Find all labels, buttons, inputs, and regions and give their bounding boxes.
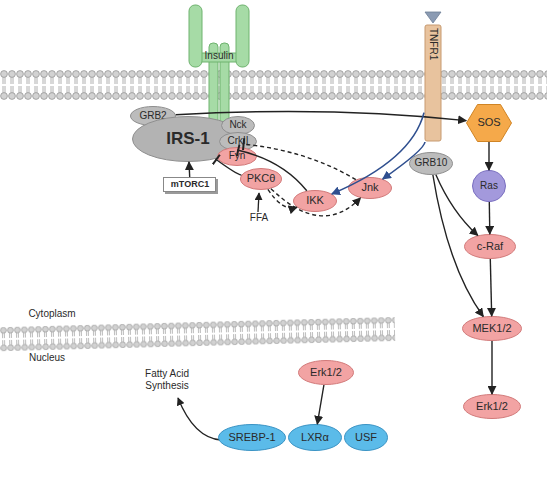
- node-label: SOS: [477, 117, 500, 129]
- text-holder: Erk1/2: [463, 394, 521, 419]
- kinase-node: c-Raf: [464, 234, 516, 259]
- transcription-factor: USF: [344, 424, 388, 451]
- node-ellipse: [465, 235, 516, 259]
- text-holder: PKCθ: [240, 168, 282, 190]
- kinase-node: IKK: [293, 190, 337, 212]
- transcription-factor: LXRα: [288, 424, 342, 451]
- free-label: Fatty Acid Synthesis: [130, 368, 204, 391]
- text-holder: Fyn: [217, 147, 257, 166]
- node-ellipse: [241, 169, 282, 190]
- node-label: Erk1/2: [310, 367, 342, 379]
- node-label: IRS-1: [166, 130, 209, 148]
- text-holder: IKK: [293, 190, 337, 212]
- text-holder: USF: [344, 424, 388, 451]
- node-ellipse: [294, 191, 337, 212]
- kinase-node: Erk1/2: [298, 360, 354, 385]
- node-ellipse: [410, 153, 453, 175]
- node-label: PKCθ: [247, 173, 276, 185]
- node-label: LXRα: [301, 432, 329, 444]
- text-holder: GRB10: [409, 152, 453, 175]
- activation-arrow: [188, 162, 190, 177]
- node-label: SREBP-1: [228, 432, 275, 444]
- text-holder: TNFR1: [424, 12, 442, 142]
- activation-arrow: [176, 111, 466, 120]
- node-label: TNFR1: [428, 28, 439, 60]
- tnfr1-receptor: TNFR1: [424, 12, 442, 142]
- kinase-node: Jnk: [348, 177, 392, 199]
- node-label: MEK1/2: [472, 323, 511, 335]
- text-holder: SREBP-1: [218, 424, 286, 451]
- text-holder: c-Raf: [464, 234, 516, 259]
- node-ellipse: [463, 317, 522, 341]
- ligand-triangle: [425, 12, 441, 23]
- kinase-node: MEK1/2: [462, 316, 522, 341]
- free-label: FFA: [244, 212, 274, 224]
- receptor-alpha: [189, 5, 202, 67]
- node-label: Erk1/2: [476, 401, 508, 413]
- receptor-alpha: [236, 5, 249, 67]
- node-ellipse: [219, 425, 286, 451]
- activation-arrow: [436, 175, 478, 236]
- node-ellipse: [222, 117, 255, 135]
- activation-arrow: [488, 142, 489, 170]
- node-label: CrkII: [227, 136, 248, 147]
- node-label: Insulin: [205, 51, 234, 62]
- plasma-membrane: [0, 70, 547, 100]
- text-holder: SOS: [466, 104, 512, 142]
- synthesis-arrow: [178, 398, 221, 440]
- node-ellipse: [473, 171, 506, 202]
- free-label: Cytoplasm: [22, 308, 82, 320]
- activation-arrow: [271, 189, 361, 216]
- adaptor-protein: GRB10: [409, 152, 453, 175]
- node-rect: [164, 178, 216, 192]
- node-ellipse: [289, 425, 342, 451]
- text-holder: Ras: [472, 170, 506, 202]
- activation-arrow: [332, 113, 424, 194]
- node-label: Nck: [229, 120, 246, 131]
- node-ellipse: [464, 395, 521, 419]
- receptor-bar: [425, 25, 441, 141]
- nuclear-membrane: [0, 317, 395, 351]
- sos-hexagon: SOS: [466, 104, 512, 142]
- activation-arrow: [317, 385, 324, 424]
- complex-box: mTORC1: [163, 177, 217, 193]
- activation-arrow: [489, 202, 491, 234]
- ras-circle: Ras: [472, 170, 506, 202]
- ffa-arrow: [258, 193, 259, 212]
- node-label: GRB10: [415, 158, 448, 169]
- text-holder: mTORC1: [163, 177, 217, 193]
- node-label: Jnk: [361, 182, 378, 194]
- activation-arrow: [268, 189, 297, 208]
- node-ellipse: [349, 178, 392, 199]
- node-label: USF: [355, 432, 377, 444]
- node-ellipse: [345, 425, 388, 451]
- node-label: Ras: [480, 181, 498, 192]
- activation-arrow: [490, 259, 491, 316]
- node-hexagon: [467, 105, 512, 142]
- activation-arrow: [491, 341, 492, 394]
- node-ellipse: [218, 148, 257, 166]
- node-label: c-Raf: [477, 241, 503, 253]
- kinase-node: Fyn: [217, 147, 257, 166]
- kinase-node: PKCθ: [240, 168, 282, 190]
- node-label: mTORC1: [171, 180, 209, 189]
- text-holder: MEK1/2: [462, 316, 522, 341]
- node-label: Fyn: [229, 151, 246, 162]
- text-holder: Jnk: [348, 177, 392, 199]
- free-label: Nucleus: [22, 352, 72, 364]
- transcription-factor: SREBP-1: [218, 424, 286, 451]
- node-ellipse: [299, 361, 354, 385]
- kinase-node: Erk1/2: [463, 394, 521, 419]
- text-holder: LXRα: [288, 424, 342, 451]
- text-holder: Erk1/2: [298, 360, 354, 385]
- node-label: IKK: [306, 195, 324, 207]
